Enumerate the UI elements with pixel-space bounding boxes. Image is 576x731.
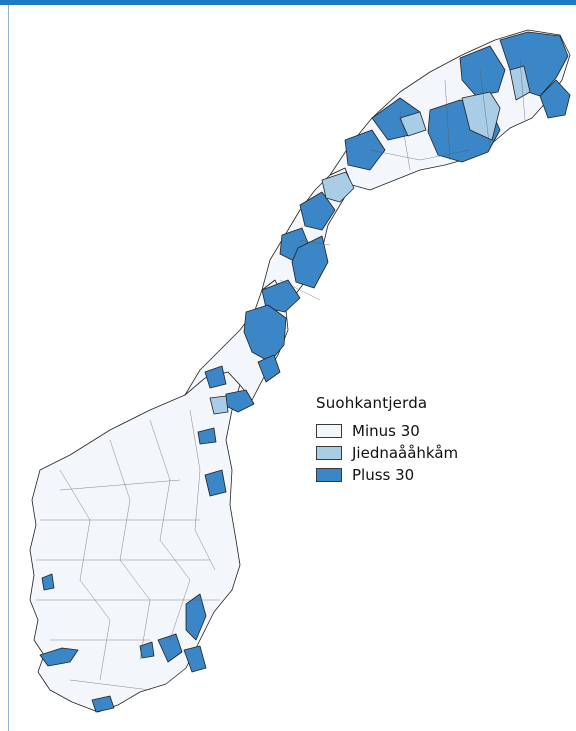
legend-item: Pluss 30 [316,464,458,486]
legend-swatch-plus [316,468,342,482]
region-mid-1 [461,91,501,141]
legend-title: Suohkantjerda [316,394,428,412]
region-plus-7 [299,191,336,231]
region-mid-4 [209,395,229,415]
region-plus-12 [257,354,281,383]
region-plus-16 [204,469,227,497]
region-plus-17 [41,573,55,591]
legend-label: Jiednaååhkåm [352,444,459,462]
region-plus-9 [291,235,329,289]
region-plus-4 [459,45,506,97]
region-plus-23 [139,641,155,659]
region-plus-11 [243,304,287,363]
legend-item: Jiednaååhkåm [316,442,458,464]
region-plus-18 [39,647,79,667]
legend-item: Minus 30 [316,420,458,442]
region-mid-2 [509,65,531,101]
legend-label: Minus 30 [352,422,420,440]
municipal-borders-north [279,59,526,301]
map-legend: Suohkantjerda Minus 30 Jiednaååhkåm Plus… [316,394,458,486]
left-frame-rule [8,5,9,731]
region-plus-20 [157,633,183,663]
region-mid-5 [399,111,427,137]
region-mid-3 [321,171,355,203]
region-plus-22 [91,695,115,713]
region-plus-19 [185,593,207,641]
top-frame-bar [0,0,576,5]
region-plus-6 [344,129,386,171]
region-plus-15 [197,427,217,445]
region-plus-21 [183,645,207,673]
legend-label: Pluss 30 [352,466,415,484]
municipal-borders-south [36,409,220,691]
legend-swatch-equal [316,446,342,460]
region-plus-14 [204,365,227,389]
region-plus-3 [539,79,571,119]
legend-swatch-minus [316,424,342,438]
